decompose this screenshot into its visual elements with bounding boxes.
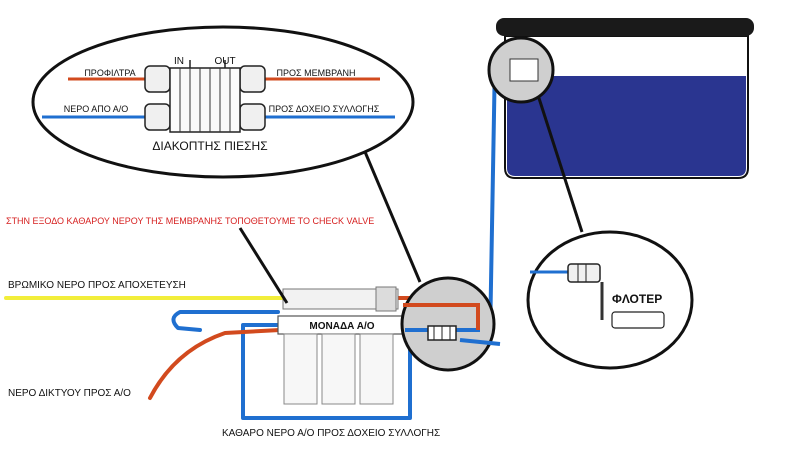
float-body xyxy=(611,311,665,329)
pressure-switch-body xyxy=(169,67,241,133)
label-water-from-ro: ΝΕΡΟ ΑΠΟ Α/Ο xyxy=(64,104,129,114)
storage-tank xyxy=(496,18,754,179)
check-valve-pointer xyxy=(238,227,289,304)
filter-canister-2 xyxy=(321,333,356,405)
tank-lid xyxy=(496,18,754,36)
blue-pipe-loop xyxy=(171,310,280,332)
blue-pipe-clean-water xyxy=(241,56,510,420)
label-clean-water: ΚΑΘΑΡΟ ΝΕΡΟ Α/Ο ΠΡΟΣ ΔΟΧΕΙΟ ΣΥΛΛΟΓΗΣ xyxy=(222,428,440,439)
label-mains-water: ΝΕΡΟ ΔΙΚΤΥΟΥ ΠΡΟΣ Α/Ο xyxy=(8,388,131,399)
label-float: ΦΛΟΤΕΡ xyxy=(612,292,662,306)
red-pipe-mains xyxy=(148,328,282,400)
filter-canister-1 xyxy=(283,333,318,405)
label-check-valve-note: ΣΤΗΝ ΕΞΟΔΟ ΚΑΘΑΡΟΥ ΝΕΡΟΥ ΤΗΣ ΜΕΜΒΡΑΝΗΣ Τ… xyxy=(6,216,374,226)
label-out: OUT xyxy=(214,56,235,67)
switch-zoom-lens xyxy=(400,276,501,372)
ro-unit xyxy=(277,286,409,405)
label-pressure-switch: ΔΙΑΚΟΠΤΗΣ ΠΙΕΣΗΣ xyxy=(152,139,267,153)
pressure-switch-zoom xyxy=(31,25,422,283)
label-to-storage-tank: ΠΡΟΣ ΔΟΧΕΙΟ ΣΥΛΛΟΓΗΣ xyxy=(269,104,380,114)
label-dirty-water: ΒΡΩΜΙΚΟ ΝΕΡΟ ΠΡΟΣ ΑΠΟΧΕΤΕΥΣΗ xyxy=(8,280,186,291)
label-ro-unit: ΜΟΝΑΔΑ Α/Ο xyxy=(309,321,374,332)
filter-canister-3 xyxy=(359,333,394,405)
float-zoom xyxy=(487,36,694,370)
label-to-membrane: ΠΡΟΣ ΜΕΜΒΡΑΝΗ xyxy=(277,68,356,78)
tank-water xyxy=(507,76,746,176)
label-prefilter: ΠΡΟΦΙΛΤΡΑ xyxy=(84,68,135,78)
float-valve-fitting xyxy=(567,263,601,283)
label-in: IN xyxy=(174,56,184,67)
